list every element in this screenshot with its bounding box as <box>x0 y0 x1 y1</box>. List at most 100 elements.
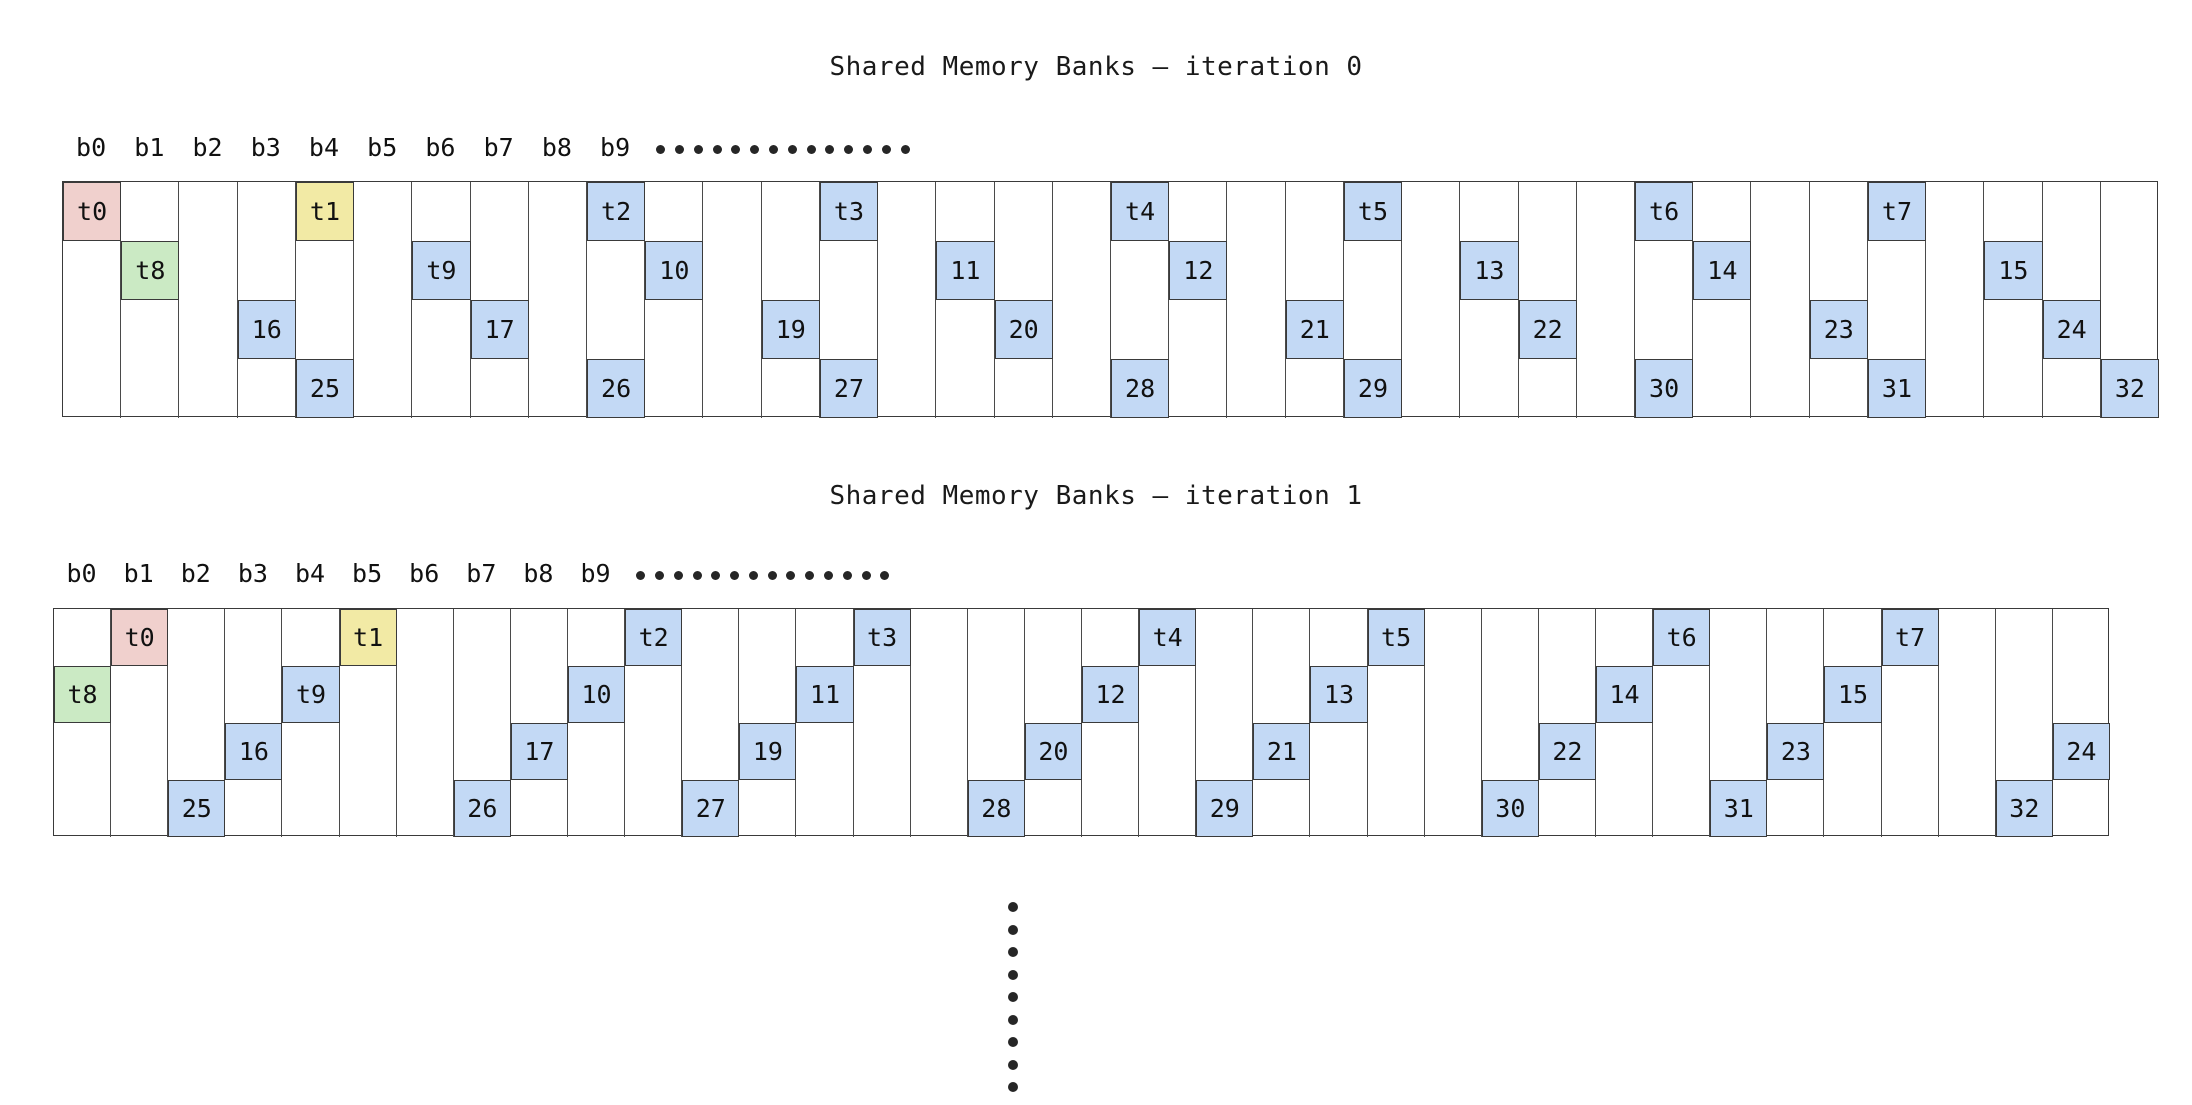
memory-tile[interactable]: t4 <box>1111 182 1170 241</box>
memory-tile[interactable]: t9 <box>412 241 471 300</box>
memory-tile[interactable]: 28 <box>967 780 1025 837</box>
memory-tile[interactable]: 19 <box>739 723 797 780</box>
bank-column <box>796 609 854 837</box>
memory-tile[interactable]: 23 <box>1809 300 1868 359</box>
bank-column <box>63 182 122 418</box>
memory-tile[interactable]: 26 <box>587 359 646 418</box>
memory-tile[interactable]: 19 <box>761 300 820 359</box>
memory-tile[interactable]: 29 <box>1343 359 1403 418</box>
memory-tile[interactable]: 30 <box>1635 359 1694 418</box>
memory-tile[interactable]: t1 <box>295 182 355 241</box>
memory-tile[interactable]: 29 <box>1196 780 1254 837</box>
bank-label-b2: b2 <box>192 133 223 162</box>
bank-column <box>854 609 911 837</box>
memory-tile[interactable]: 17 <box>510 723 568 780</box>
memory-tile[interactable]: 15 <box>1824 666 1882 723</box>
bank-column <box>587 182 646 418</box>
memory-tile[interactable]: 23 <box>1767 723 1825 780</box>
memory-tile[interactable]: t0 <box>63 182 122 241</box>
horizontal-ellipsis-icon <box>636 571 899 580</box>
memory-tile[interactable]: t6 <box>1653 609 1711 666</box>
bank-column <box>911 609 968 837</box>
memory-tile[interactable]: 24 <box>2052 723 2110 780</box>
bank-label-b4: b4 <box>294 559 326 588</box>
bank-column <box>1169 182 1228 418</box>
memory-tile[interactable]: t1 <box>339 609 397 666</box>
memory-tile[interactable]: 14 <box>1693 241 1752 300</box>
memory-tile[interactable]: 10 <box>568 666 626 723</box>
memory-tile[interactable]: t3 <box>819 182 879 241</box>
memory-tile[interactable]: 11 <box>796 666 854 723</box>
memory-tile[interactable]: t5 <box>1343 182 1403 241</box>
memory-bank-grid-iteration-1: t0 t1 t2 t3 t4 t5 t6 t7 t8 t9 10 11 12 13 14 15 16 17 19 20… <box>53 608 2110 837</box>
bank-column <box>1082 609 1140 837</box>
bank-label-b5: b5 <box>352 559 383 588</box>
bank-column <box>1751 182 1810 418</box>
memory-tile[interactable]: 12 <box>1082 666 1140 723</box>
memory-tile[interactable]: 22 <box>1538 723 1596 780</box>
memory-tile[interactable]: 11 <box>936 241 995 300</box>
memory-tile[interactable]: 31 <box>1710 780 1768 837</box>
memory-tile[interactable]: t6 <box>1635 182 1694 241</box>
memory-tile[interactable]: 13 <box>1460 241 1519 300</box>
bank-column <box>454 609 511 837</box>
memory-tile[interactable]: 22 <box>1518 300 1577 359</box>
bank-column <box>968 609 1025 837</box>
memory-tile[interactable]: t4 <box>1139 609 1197 666</box>
memory-tile[interactable]: t2 <box>587 182 646 241</box>
memory-tile[interactable]: t7 <box>1867 182 1927 241</box>
bank-column <box>296 182 355 418</box>
memory-tile[interactable]: 27 <box>682 780 740 837</box>
memory-tile[interactable]: 30 <box>1481 780 1539 837</box>
memory-tile[interactable]: t2 <box>625 609 683 666</box>
bank-label-b9: b9 <box>600 133 631 162</box>
bank-column <box>1596 609 1654 837</box>
memory-tile[interactable]: t5 <box>1367 609 1425 666</box>
bank-column <box>1111 182 1170 418</box>
memory-tile[interactable]: 17 <box>470 300 529 359</box>
memory-tile[interactable]: 13 <box>1310 666 1368 723</box>
bank-column <box>168 609 226 837</box>
memory-tile[interactable]: 20 <box>1024 723 1082 780</box>
memory-tile[interactable]: 25 <box>168 780 226 837</box>
memory-tile[interactable]: 15 <box>1984 241 2043 300</box>
bank-column <box>682 609 740 837</box>
memory-tile[interactable]: 25 <box>295 359 355 418</box>
memory-tile[interactable]: 12 <box>1169 241 1228 300</box>
bank-column <box>568 609 626 837</box>
memory-tile[interactable]: 14 <box>1596 666 1654 723</box>
memory-tile[interactable]: 21 <box>1253 723 1311 780</box>
memory-bank-grid-iteration-0: t0 t1 t2 t3 t4 t5 t6 t7 t8 t9 10 11 12 13 14 15 16 17 19 20… <box>62 181 2159 418</box>
bank-column <box>878 182 937 418</box>
bank-label-b7: b7 <box>483 133 514 162</box>
memory-tile[interactable]: 31 <box>1867 359 1927 418</box>
memory-tile[interactable]: t9 <box>282 666 340 723</box>
memory-tile[interactable]: t7 <box>1881 609 1939 666</box>
memory-tile[interactable]: 27 <box>819 359 879 418</box>
memory-tile[interactable]: 20 <box>994 300 1053 359</box>
memory-tile[interactable]: 21 <box>1285 300 1344 359</box>
bank-column <box>1635 182 1694 418</box>
memory-tile[interactable]: t0 <box>111 609 169 666</box>
bank-label-b0: b0 <box>76 133 107 162</box>
memory-tile[interactable]: 32 <box>2100 359 2159 418</box>
memory-tile[interactable]: 10 <box>645 241 704 300</box>
vertical-ellipsis-icon <box>1008 902 1018 1105</box>
bank-column <box>54 609 112 837</box>
bank-column <box>1824 609 1882 837</box>
bank-column <box>625 609 683 837</box>
bank-column <box>1482 609 1539 837</box>
memory-tile[interactable]: 16 <box>225 723 283 780</box>
bank-label-b6: b6 <box>425 133 456 162</box>
memory-tile[interactable]: t3 <box>853 609 911 666</box>
bank-column <box>1653 609 1711 837</box>
memory-tile[interactable]: t8 <box>54 666 112 723</box>
bank-column <box>1693 182 1752 418</box>
bank-column <box>1868 182 1927 418</box>
memory-tile[interactable]: 26 <box>453 780 511 837</box>
memory-tile[interactable]: 28 <box>1111 359 1170 418</box>
memory-tile[interactable]: 32 <box>1995 780 2053 837</box>
memory-tile[interactable]: 24 <box>2042 300 2101 359</box>
memory-tile[interactable]: t8 <box>121 241 180 300</box>
memory-tile[interactable]: 16 <box>237 300 296 359</box>
